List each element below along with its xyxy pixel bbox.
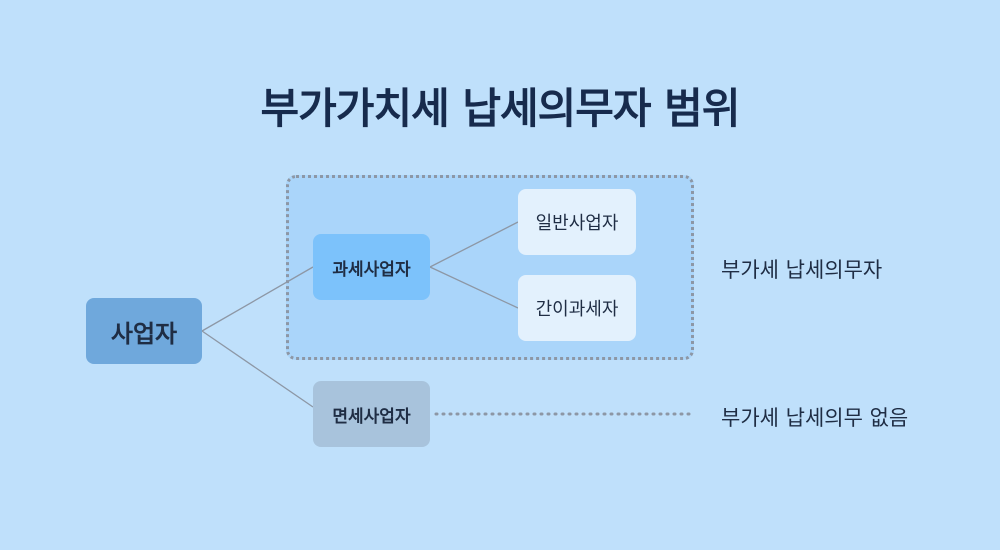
diagram-title: 부가가치세 납세의무자 범위: [260, 84, 741, 133]
node-taxable-business: 과세사업자: [313, 234, 430, 300]
connector-root-exempt: [201, 330, 314, 408]
node-exempt-business: 면세사업자: [313, 381, 430, 447]
label-vat-liable: 부가세 납세의무자: [721, 258, 883, 282]
node-business-operator: 사업자: [86, 298, 202, 364]
connector-taxable-general: [429, 221, 519, 268]
label-vat-not-liable: 부가세 납세의무 없음: [721, 406, 909, 430]
node-general-business: 일반사업자: [518, 189, 636, 255]
node-simplified-taxpayer: 간이과세자: [518, 275, 636, 341]
connector-root-taxable: [201, 266, 314, 332]
connector-taxable-simplified: [429, 266, 519, 309]
